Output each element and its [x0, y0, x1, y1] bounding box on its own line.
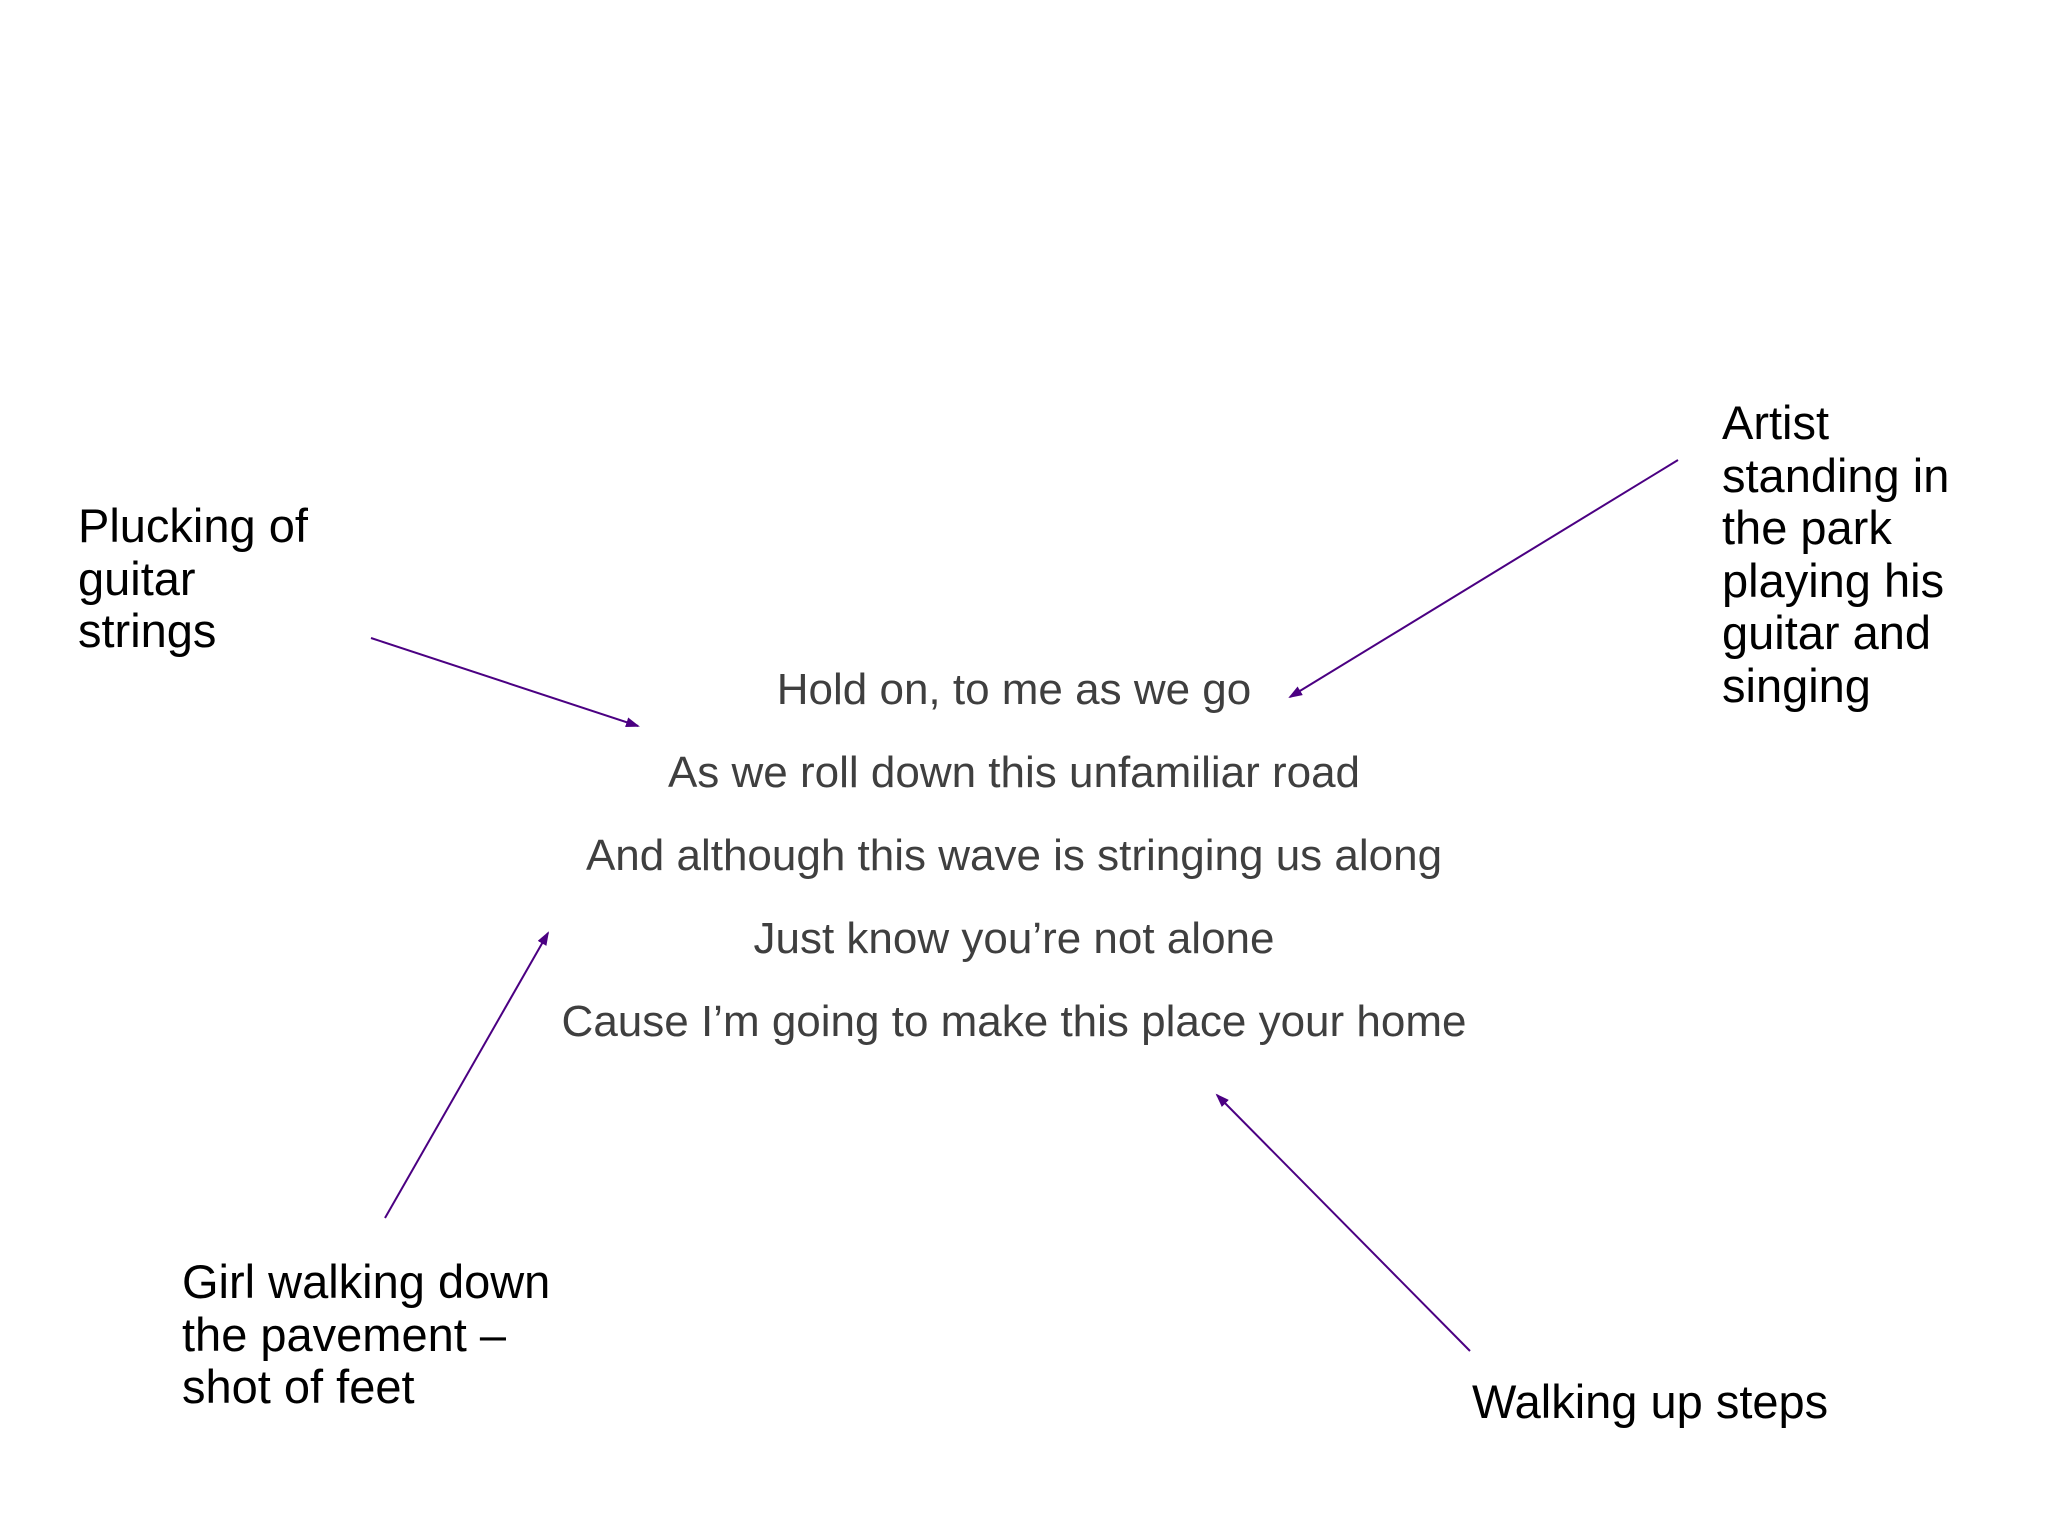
- annotation-line: singing: [1722, 658, 1871, 712]
- lyric-line-5: Cause I’m going to make this place your …: [561, 997, 1467, 1046]
- annotation-artist-in-park: Artist standing in the park playing his …: [1722, 396, 1950, 712]
- lyric-line-3: And although this wave is stringing us a…: [585, 831, 1443, 880]
- annotation-line: playing his: [1722, 553, 1945, 607]
- annotation-line: Artist: [1722, 396, 1830, 449]
- annotation-plucking-guitar: Plucking of guitar strings: [78, 499, 308, 658]
- arrow-steps-to-lyrics: [1215, 1093, 1471, 1352]
- lyric-line-4: Just know you’re not alone: [753, 914, 1275, 963]
- annotation-line: shot of feet: [182, 1360, 415, 1413]
- lyric-line-1: Hold on, to me as we go: [776, 665, 1252, 714]
- annotation-line: Walking up steps: [1472, 1375, 1829, 1428]
- annotation-girl-walking: Girl walking down the pavement – shot of…: [182, 1255, 551, 1414]
- annotation-line: standing in: [1722, 448, 1950, 502]
- annotation-line: the pavement –: [182, 1307, 506, 1361]
- annotation-walking-up-steps: Walking up steps: [1472, 1375, 1829, 1429]
- annotation-line: Girl walking down: [182, 1255, 551, 1308]
- annotation-line: strings: [78, 604, 217, 657]
- annotation-line: guitar and: [1722, 606, 1932, 659]
- annotation-line: the park: [1722, 501, 1892, 554]
- annotation-line: guitar: [78, 551, 196, 605]
- lyric-line-2: As we roll down this unfamiliar road: [667, 748, 1361, 797]
- lyrics-block: Hold on, to me as we go As we roll down …: [474, 648, 1554, 1063]
- annotation-line: Plucking of: [78, 499, 308, 552]
